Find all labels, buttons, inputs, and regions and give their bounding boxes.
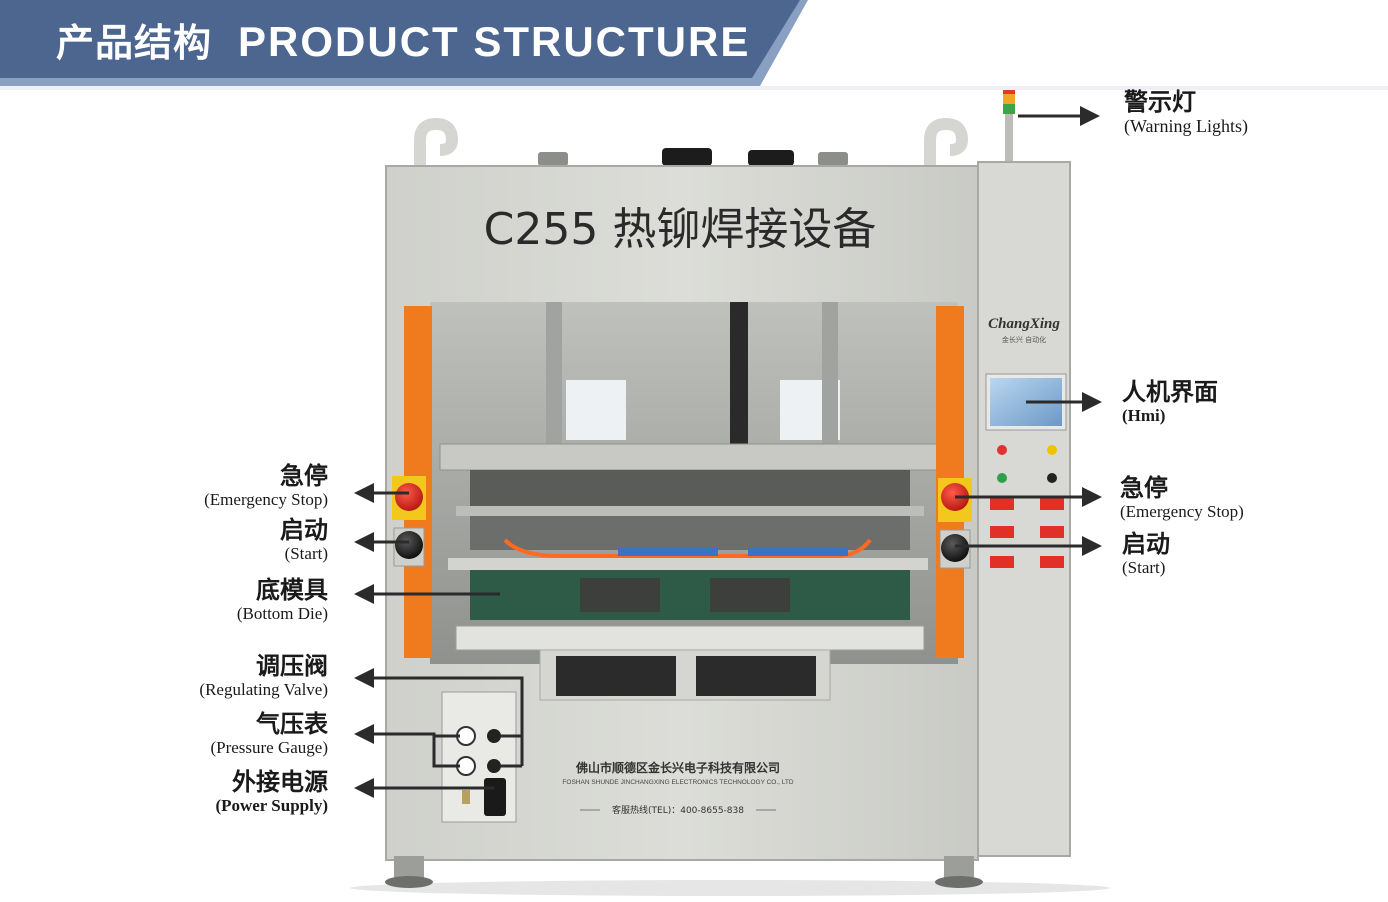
callout-regulating-valve-cn: 调压阀: [256, 652, 328, 680]
callout-estop-right-en: (Emergency Stop): [1120, 502, 1244, 521]
callout-bottom-die: 底模具 (Bottom Die): [237, 576, 328, 624]
company-cn: 佛山市顺德区金长兴电子科技有限公司: [575, 760, 780, 775]
callout-start-left-cn: 启动: [280, 516, 328, 544]
callout-warning-lights: 警示灯 (Warning Lights): [1124, 88, 1249, 136]
page-title-en: PRODUCT STRUCTURE: [238, 18, 751, 65]
page-title-cn: 产品结构: [56, 21, 213, 65]
brand-sub: 金长兴 自动化: [1002, 335, 1046, 344]
callout-start-left-en: (Start): [284, 544, 328, 563]
callout-hmi: 人机界面 (Hmi): [1122, 378, 1218, 426]
model-label: C255 热铆焊接设备: [484, 204, 877, 255]
banner-shape: [0, 0, 1388, 90]
callout-estop-right: 急停 (Emergency Stop): [1120, 474, 1244, 522]
callout-warning-lights-en: Warning Lights: [1130, 116, 1243, 136]
callout-estop-right-cn: 急停: [1120, 474, 1168, 502]
callout-hmi-en: (Hmi): [1122, 406, 1166, 425]
callout-power-supply-cn: 外接电源: [232, 768, 328, 796]
callout-start-right: 启动 (Start): [1122, 530, 1170, 578]
callout-warning-lights-cn: 警示灯: [1124, 88, 1196, 116]
callout-pressure-gauge: 气压表 (Pressure Gauge): [210, 710, 328, 758]
brand-logo: ChangXing: [988, 316, 1060, 332]
machine-stage: C255 热铆焊接设备: [0, 74, 1388, 897]
machine-illustration: C255 热铆焊接设备: [350, 74, 1110, 896]
hotline: 客服热线(TEL)：400-8655-838: [612, 804, 744, 816]
callout-start-right-en: (Start): [1122, 558, 1166, 577]
callout-start-right-cn: 启动: [1122, 530, 1170, 558]
company-en: FOSHAN SHUNDE JINCHANGXING ELECTRONICS T…: [562, 779, 793, 786]
callout-regulating-valve: 调压阀 (Regulating Valve): [199, 652, 328, 700]
callout-bottom-die-en: (Bottom Die): [236, 604, 328, 623]
callout-power-supply-en: (Power Supply): [215, 796, 328, 815]
callout-pressure-gauge-cn: 气压表: [256, 710, 328, 738]
callout-estop-left: 急停 (Emergency Stop): [204, 462, 328, 510]
callout-estop-left-cn: 急停: [280, 462, 328, 490]
callout-regulating-valve-en: (Regulating Valve): [199, 680, 328, 699]
header-banner: 产品结构 PRODUCT STRUCTURE: [0, 0, 1388, 90]
page-title: 产品结构 PRODUCT STRUCTURE: [56, 16, 750, 68]
callout-power-supply: 外接电源 (Power Supply): [215, 768, 328, 816]
callout-bottom-die-cn: 底模具: [256, 576, 328, 604]
callout-estop-left-en: (Emergency Stop): [204, 490, 328, 509]
callout-start-left: 启动 (Start): [280, 516, 328, 564]
callout-hmi-cn: 人机界面: [1122, 378, 1218, 406]
callout-pressure-gauge-en: (Pressure Gauge): [210, 738, 328, 757]
